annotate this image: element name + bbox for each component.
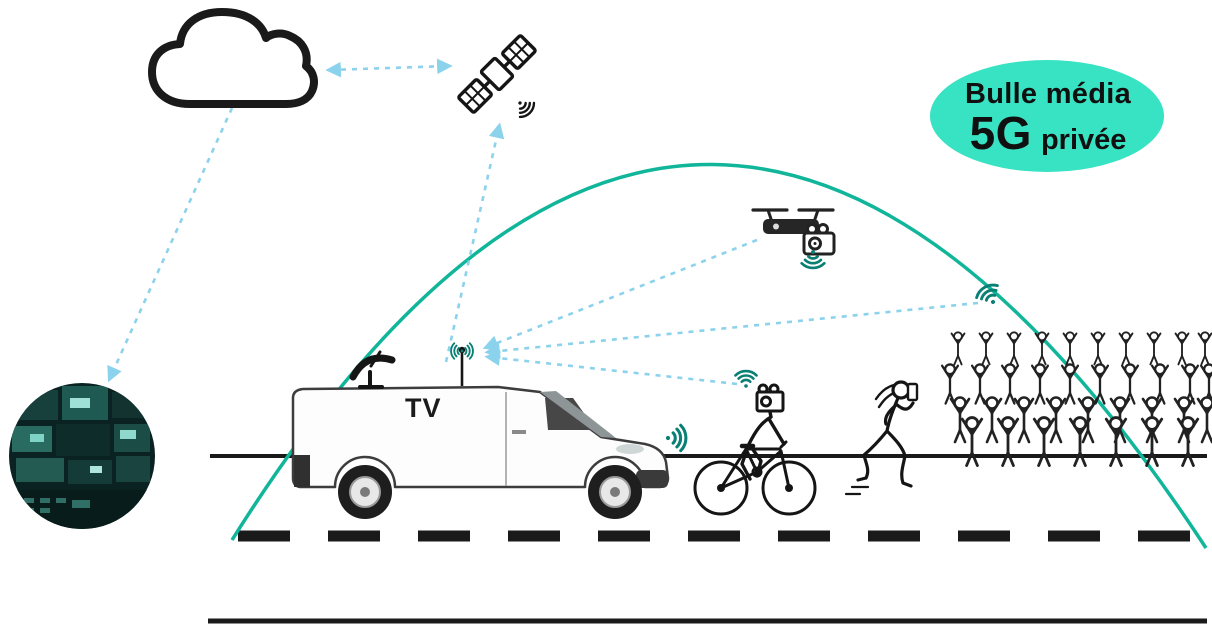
cloud-satellite-arrow: [325, 58, 453, 78]
crowd-person: [940, 363, 960, 405]
van-wifi-icon: [668, 425, 686, 450]
van-windshield: [540, 391, 616, 438]
antenna-satellite-arrow: [444, 122, 505, 363]
crowd-person: [1030, 363, 1050, 405]
crowd-person: [1060, 363, 1080, 405]
crowd-person: [950, 331, 966, 366]
satellite-icon: [457, 34, 539, 122]
van-body: [291, 385, 670, 489]
cyclist-antenna-arrow: [484, 350, 738, 386]
crowd-person: [1118, 331, 1134, 366]
bubble-5g-text: 5G: [969, 107, 1032, 160]
cloud-icon: [148, 8, 318, 108]
control-room-photo: [9, 383, 155, 529]
link-arrows: [107, 58, 979, 386]
crowd-person: [1090, 331, 1106, 366]
satellite-signal-icon: [511, 94, 539, 122]
drone-icon: [751, 208, 836, 256]
antenna-icon: [458, 346, 466, 386]
van-rear-bumper: [294, 455, 310, 487]
crowd-person: [1068, 416, 1092, 468]
crowd-person: [1034, 331, 1050, 366]
crowd-person: [1062, 331, 1078, 366]
cloud-controlroom-arrow: [107, 107, 234, 383]
van-label: TV: [405, 393, 442, 423]
crowd-person: [1120, 363, 1140, 405]
runner-phone: [906, 382, 919, 402]
crowd-person: [996, 416, 1020, 468]
tv-van: [291, 346, 670, 519]
cyclist-figure: [693, 383, 817, 516]
crowd-person: [1174, 331, 1190, 366]
crowd-person: [1197, 331, 1212, 366]
crowd-person: [970, 363, 990, 405]
bubble-label-line2: 5G privée: [969, 107, 1127, 160]
crowd-person: [1196, 396, 1212, 444]
crowd-person: [1006, 331, 1022, 366]
drone-antenna-arrow: [482, 238, 758, 351]
cyclist-camera-icon: [755, 383, 785, 413]
van-headlight: [616, 444, 644, 454]
crowd-person: [1000, 363, 1020, 405]
van-door-handle: [512, 430, 526, 434]
crowd-figures: [940, 331, 1212, 468]
drone-camera-icon: [802, 223, 836, 256]
crowd-person: [1146, 331, 1162, 366]
cyclist-wifi-icon: [733, 369, 759, 388]
satellite-dish-icon: [349, 350, 396, 389]
crowd-antenna-arrow: [484, 301, 979, 359]
van-front-wheel: [588, 465, 642, 519]
crowd-person: [1176, 416, 1200, 468]
bubble-label-line1: Bulle média: [964, 77, 1132, 110]
runner-figure: [844, 380, 919, 496]
bubble-label: Bulle média 5G privée: [930, 72, 1166, 164]
van-front-bumper: [636, 470, 668, 488]
crowd-person: [978, 331, 994, 366]
media-bubble-ellipse: [930, 60, 1164, 172]
bubble-privee-text: privée: [1040, 124, 1127, 157]
van-rear-wheel: [338, 465, 392, 519]
crowd-person: [1104, 416, 1128, 468]
dome-arc: [230, 162, 1208, 549]
